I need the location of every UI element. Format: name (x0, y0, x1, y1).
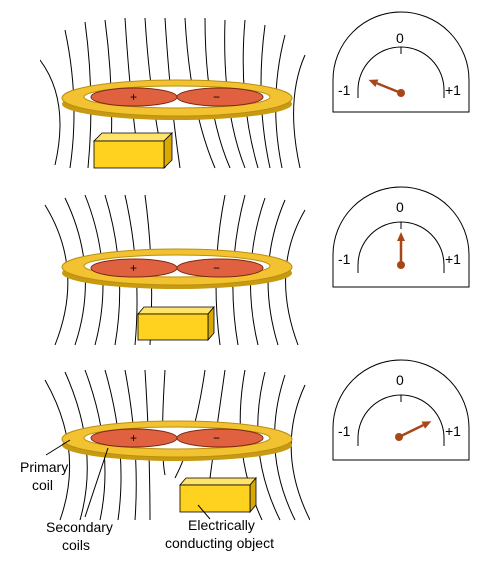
needle-pivot (397, 261, 405, 269)
label-secondary-coils-line2: coils (62, 537, 90, 553)
panel-top: + − -1 0 +1 (40, 11, 470, 169)
conducting-object (179, 476, 257, 514)
panel-bottom: + − -1 0 +1 (44, 359, 470, 521)
label-secondary-coils: Secondary (46, 519, 113, 535)
tick-label-zero: 0 (396, 30, 404, 46)
tick-label-minus-one: -1 (338, 423, 351, 439)
coil-sign-plus: + (130, 90, 137, 104)
meter-middle: -1 0 +1 (332, 186, 470, 288)
conducting-object (137, 305, 215, 342)
needle-arrowhead (397, 232, 405, 241)
leader-secondary-coils (84, 447, 109, 518)
label-conducting-object-line2: conducting object (165, 535, 274, 551)
coil-sign-plus: + (130, 431, 137, 445)
meter-bottom: -1 0 +1 (332, 359, 470, 461)
leader-conducting-object (197, 504, 211, 520)
tick-label-plus-one: +1 (445, 423, 461, 439)
secondary-coil-right (176, 428, 264, 448)
meter-top: -1 0 +1 (332, 11, 470, 113)
label-primary-coil: Primary (20, 459, 68, 475)
annotations: Primary coil Secondary coils Electricall… (20, 439, 274, 553)
needle-pivot (395, 433, 403, 441)
panel-middle: + − -1 0 +1 (44, 186, 470, 346)
meter-needle (398, 424, 424, 439)
coil-sign-minus: − (213, 261, 220, 275)
coil-sign-minus: − (213, 431, 220, 445)
tick-label-plus-one: +1 (445, 82, 461, 98)
needle-pivot (397, 89, 405, 97)
needle-arrowhead (421, 421, 432, 429)
tick-label-zero: 0 (396, 199, 404, 215)
tick-label-zero: 0 (396, 372, 404, 388)
secondary-coil-right (176, 258, 264, 278)
label-primary-coil-line2: coil (32, 477, 53, 493)
tick-label-minus-one: -1 (338, 82, 351, 98)
tick-label-minus-one: -1 (338, 251, 351, 267)
needle-arrowhead (368, 79, 379, 87)
meter-needle (376, 82, 402, 95)
tick-label-plus-one: +1 (445, 251, 461, 267)
coil-sign-plus: + (130, 261, 137, 275)
coil-sign-minus: − (213, 90, 220, 104)
conducting-object (93, 132, 173, 169)
label-conducting-object: Electrically (188, 517, 255, 533)
secondary-coil-right (176, 87, 264, 107)
leader-primary-coil (45, 439, 71, 456)
